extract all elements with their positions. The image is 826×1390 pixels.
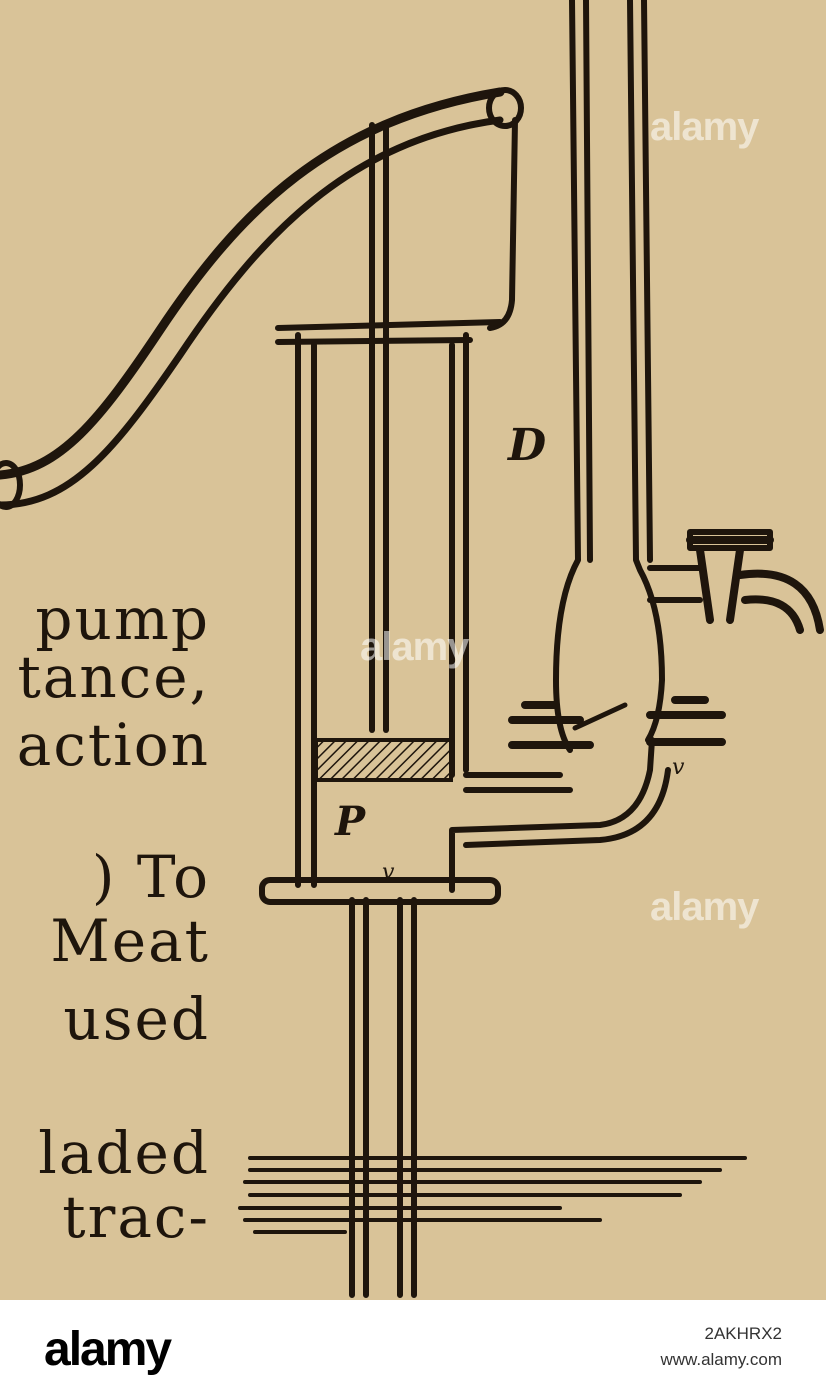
- suction-pipe: [349, 897, 417, 1298]
- handle-pivot: [486, 87, 524, 129]
- alamy-logo[interactable]: alamy: [44, 1323, 172, 1376]
- image-id: 2AKHRX2: [704, 1324, 782, 1343]
- scanned-illustration: pump tance, action ) To Meat used laded …: [0, 0, 826, 1300]
- barrel: [295, 332, 317, 888]
- handle-end: [0, 460, 23, 510]
- watermark: alamy: [360, 625, 469, 669]
- site-url[interactable]: www.alamy.com: [660, 1350, 782, 1369]
- text-fragment: pump: [35, 585, 210, 653]
- piston: [314, 738, 453, 782]
- water-lines: [238, 1156, 747, 1234]
- label-p: P: [335, 798, 366, 845]
- watermark: alamy: [650, 105, 759, 149]
- text-fragment: trac-: [62, 1183, 210, 1251]
- label-d: D: [508, 420, 547, 471]
- text-fragment: tance,: [17, 643, 210, 711]
- watermark: alamy: [650, 885, 759, 929]
- tap: [686, 536, 824, 634]
- text-fragment: Meat: [50, 907, 210, 975]
- footer-bar: alamy 2AKHRX2 www.alamy.com: [0, 1300, 826, 1390]
- pump-engraving: [0, 0, 824, 1298]
- label-v-bottom: v: [382, 860, 395, 885]
- text-fragment: laded: [38, 1119, 210, 1187]
- text-fragment: action: [16, 711, 210, 779]
- pump-handle: [0, 87, 505, 480]
- label-v-side: v: [672, 755, 685, 780]
- text-fragment: used: [63, 985, 210, 1053]
- base-flange: [259, 877, 501, 905]
- riser-pipe: [553, 0, 593, 753]
- text-fragment: ) To: [91, 843, 210, 911]
